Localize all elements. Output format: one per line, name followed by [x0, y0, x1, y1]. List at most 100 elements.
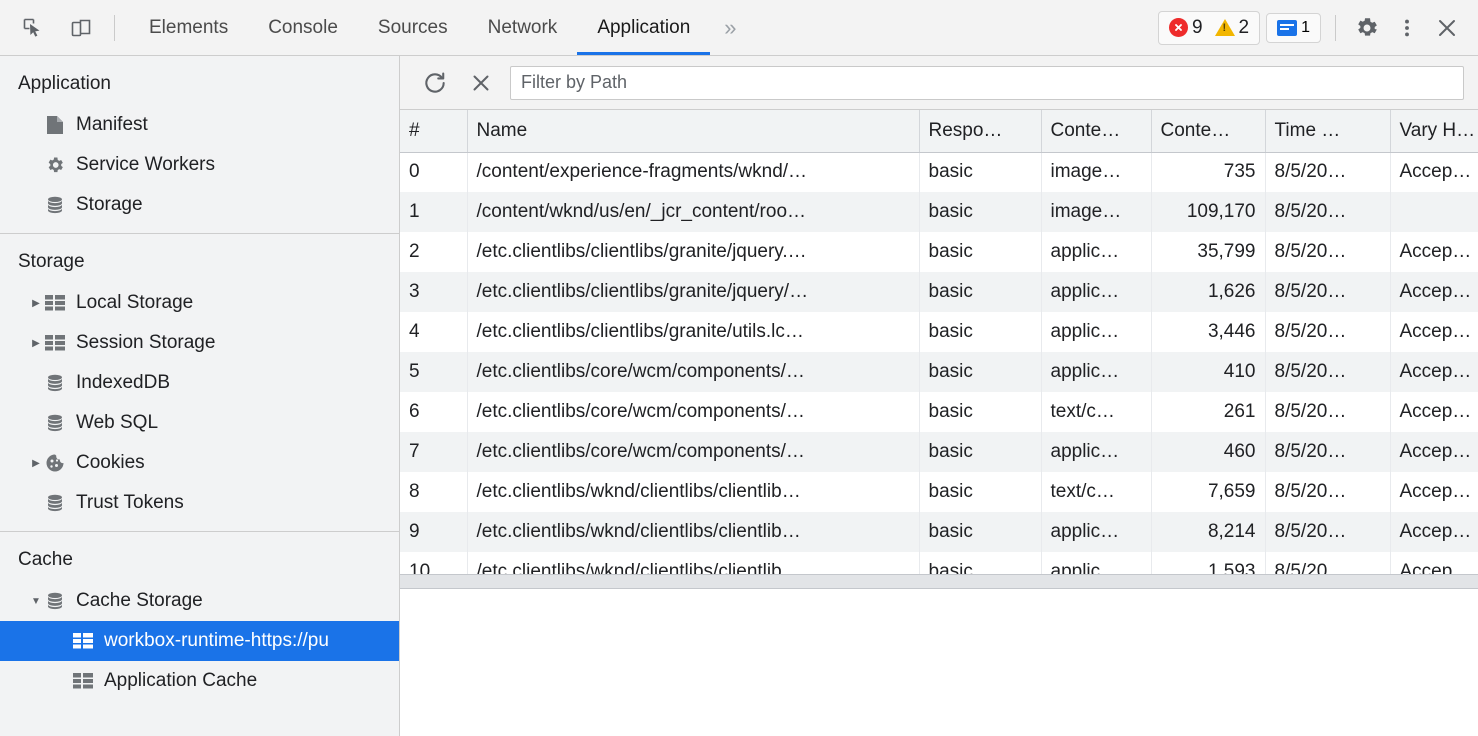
cell-time_cached: 8/5/20… — [1265, 152, 1391, 192]
table-row[interactable]: 4/etc.clientlibs/clientlibs/granite/util… — [400, 312, 1478, 352]
horizontal-splitter[interactable] — [400, 575, 1478, 589]
table-grid-icon — [44, 332, 66, 354]
table-body: 0/content/experience-fragments/wknd/…bas… — [400, 152, 1478, 574]
sidebar-item-cache-storage[interactable]: ▼ Cache Storage — [0, 581, 399, 621]
inspect-cursor-icon[interactable] — [14, 9, 52, 47]
cell-index: 6 — [400, 392, 468, 432]
toolbar-left-controls — [0, 0, 121, 55]
cell-content_length: 7,659 — [1151, 472, 1266, 512]
cell-content_length: 1,593 — [1151, 552, 1266, 574]
column-header-index[interactable]: # — [400, 110, 468, 153]
cell-name: /etc.clientlibs/clientlibs/granite/jquer… — [467, 232, 920, 272]
tab-label: Network — [487, 16, 558, 38]
cell-index: 10 — [400, 552, 468, 574]
database-icon — [44, 372, 66, 394]
sidebar-item-web-sql[interactable]: ▶ Web SQL — [0, 403, 399, 443]
column-header-name[interactable]: Name — [467, 110, 920, 153]
cell-name: /etc.clientlibs/clientlibs/granite/utils… — [467, 312, 920, 352]
sidebar-item-label: Service Workers — [76, 154, 216, 175]
sidebar-item-session-storage[interactable]: ▶ Session Storage — [0, 323, 399, 363]
chevron-right-icon[interactable]: ▶ — [32, 297, 40, 309]
refresh-icon[interactable] — [418, 66, 452, 100]
sidebar-item-label: IndexedDB — [76, 372, 171, 393]
column-header-time-cached[interactable]: Time … — [1265, 110, 1391, 153]
devtools-main-toolbar: Elements Console Sources Network Applica… — [0, 0, 1478, 56]
issue-counters[interactable]: 9 2 — [1157, 10, 1261, 45]
sidebar-section-storage: Storage ▶ Local Storage — [0, 234, 399, 532]
filter-by-path-input[interactable] — [510, 65, 1464, 100]
sidebar-section-application: Application ▶ Manifest ▶ — [0, 56, 399, 234]
gear-icon[interactable] — [1350, 11, 1384, 45]
message-counter[interactable]: 1 — [1266, 12, 1321, 43]
tab-elements[interactable]: Elements — [129, 0, 248, 55]
column-header-vary-header[interactable]: Vary H… — [1390, 110, 1478, 153]
device-toolbar-icon[interactable] — [62, 9, 100, 47]
cell-vary_header: Accep… — [1390, 232, 1478, 272]
error-counter[interactable]: 9 — [1168, 16, 1203, 39]
cell-response_type: basic — [919, 392, 1042, 432]
error-count-label: 9 — [1191, 16, 1203, 38]
close-icon[interactable] — [1430, 11, 1464, 45]
cache-entries-table-container[interactable]: # Name Respo… Conte… Conte… Time … Vary … — [400, 110, 1478, 575]
tab-application[interactable]: Application — [577, 0, 711, 55]
cell-vary_header: Accep… — [1390, 552, 1478, 574]
gear-icon — [44, 154, 66, 176]
sidebar-item-manifest[interactable]: ▶ Manifest — [0, 105, 399, 145]
cell-time_cached: 8/5/20… — [1265, 552, 1391, 574]
sidebar-item-cookies[interactable]: ▶ Cookies — [0, 443, 399, 483]
chevron-down-icon[interactable]: ▼ — [31, 595, 41, 607]
cell-response_type: basic — [919, 432, 1042, 472]
cell-vary_header: Accep… — [1390, 512, 1478, 552]
sidebar-item-workbox-runtime-cache[interactable]: ▶ workbox-runtime-https://pu — [0, 621, 399, 661]
table-row[interactable]: 5/etc.clientlibs/core/wcm/components/…ba… — [400, 352, 1478, 392]
cell-content_type: image… — [1041, 192, 1152, 232]
cell-index: 7 — [400, 432, 468, 472]
sidebar-item-local-storage[interactable]: ▶ Local Storage — [0, 283, 399, 323]
tab-network[interactable]: Network — [468, 0, 578, 55]
table-row[interactable]: 8/etc.clientlibs/wknd/clientlibs/clientl… — [400, 472, 1478, 512]
toolbar-divider-right — [1335, 14, 1336, 41]
panel-tab-bar: Elements Console Sources Network Applica… — [129, 0, 751, 55]
table-row[interactable]: 9/etc.clientlibs/wknd/clientlibs/clientl… — [400, 512, 1478, 552]
cell-content_length: 35,799 — [1151, 232, 1266, 272]
table-row[interactable]: 6/etc.clientlibs/core/wcm/components/…ba… — [400, 392, 1478, 432]
table-row[interactable]: 3/etc.clientlibs/clientlibs/granite/jque… — [400, 272, 1478, 312]
application-sidebar[interactable]: Application ▶ Manifest ▶ — [0, 56, 400, 736]
cache-entry-preview-pane — [400, 589, 1478, 736]
table-row[interactable]: 7/etc.clientlibs/core/wcm/components/…ba… — [400, 432, 1478, 472]
delete-clear-icon[interactable] — [464, 66, 498, 100]
table-row[interactable]: 1/content/wknd/us/en/_jcr_content/roo…ba… — [400, 192, 1478, 232]
tab-label: Console — [268, 16, 338, 38]
sidebar-item-indexeddb[interactable]: ▶ IndexedDB — [0, 363, 399, 403]
cell-name: /etc.clientlibs/clientlibs/granite/jquer… — [467, 272, 920, 312]
tab-sources[interactable]: Sources — [358, 0, 468, 55]
chevron-right-icon[interactable]: ▶ — [32, 457, 40, 469]
manifest-file-icon — [44, 114, 66, 136]
cell-content_length: 109,170 — [1151, 192, 1266, 232]
cell-content_length: 261 — [1151, 392, 1266, 432]
cell-content_length: 735 — [1151, 152, 1266, 192]
cell-time_cached: 8/5/20… — [1265, 312, 1391, 352]
warning-icon — [1214, 19, 1235, 36]
tab-console[interactable]: Console — [248, 0, 358, 55]
table-row[interactable]: 10/etc.clientlibs/wknd/clientlibs/client… — [400, 552, 1478, 574]
cell-content_type: applic… — [1041, 272, 1152, 312]
table-row[interactable]: 0/content/experience-fragments/wknd/…bas… — [400, 152, 1478, 192]
table-row[interactable]: 2/etc.clientlibs/clientlibs/granite/jque… — [400, 232, 1478, 272]
column-header-response-type[interactable]: Respo… — [919, 110, 1042, 153]
cell-time_cached: 8/5/20… — [1265, 232, 1391, 272]
column-header-content-type[interactable]: Conte… — [1041, 110, 1152, 153]
column-header-content-length[interactable]: Conte… — [1151, 110, 1266, 153]
more-options-icon[interactable] — [1390, 11, 1424, 45]
cell-content_type: applic… — [1041, 432, 1152, 472]
chevron-right-icon[interactable]: ▶ — [32, 337, 40, 349]
sidebar-item-application-cache[interactable]: ▶ Application Cache — [0, 661, 399, 701]
more-tabs-icon[interactable]: » — [710, 0, 750, 55]
sidebar-item-storage[interactable]: ▶ Storage — [0, 185, 399, 225]
cell-content_length: 410 — [1151, 352, 1266, 392]
sidebar-item-service-workers[interactable]: ▶ Service Workers — [0, 145, 399, 185]
table-grid-icon — [72, 630, 94, 652]
warning-counter[interactable]: 2 — [1214, 17, 1249, 39]
error-icon — [1168, 18, 1188, 37]
sidebar-item-trust-tokens[interactable]: ▶ Trust Tokens — [0, 483, 399, 523]
